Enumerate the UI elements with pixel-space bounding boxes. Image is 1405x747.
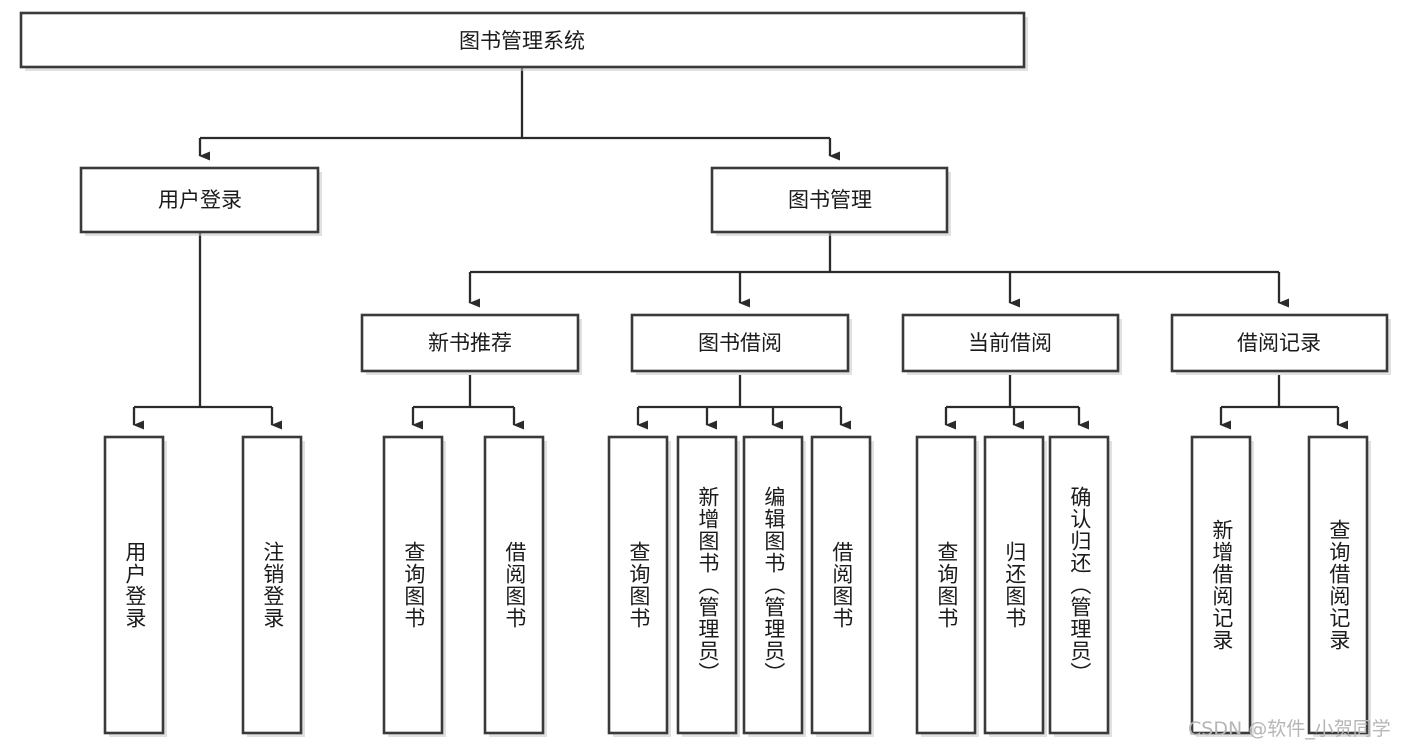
node-new-book-recommend[interactable]: 新书推荐 [360,313,582,375]
node-current-borrow[interactable]: 当前借阅 [901,313,1122,375]
node-borrow-record-label: 借阅记录 [1237,331,1321,355]
connector-bookmgmt-to-level3 [468,232,1289,308]
node-leaf-query-book[interactable] [607,435,671,737]
node-current-borrow-label: 当前借阅 [968,331,1052,355]
connector-userlogin-to-leaves [132,232,282,430]
connector-bookborrow-to-leaves [636,375,851,430]
node-user-login[interactable]: 用户登录 [79,166,322,236]
node-book-borrow-label: 图书借阅 [698,331,782,355]
node-leaf-user-login[interactable] [103,435,167,737]
node-leaf-query-book-recommend[interactable] [382,435,446,737]
node-book-management[interactable]: 图书管理 [710,166,951,236]
node-leaf-edit-book-admin[interactable] [742,435,806,737]
node-root-label: 图书管理系统 [459,29,585,53]
node-leaf-add-borrow-record[interactable] [1190,435,1254,737]
node-book-borrow[interactable]: 图书借阅 [630,313,852,375]
node-book-management-label: 图书管理 [788,188,872,212]
watermark-text: CSDN @软件_小贺同学 [1188,718,1391,740]
node-leaf-query-book-current[interactable] [915,435,979,737]
node-leaf-logout[interactable] [241,435,305,737]
node-new-book-recommend-label: 新书推荐 [428,331,512,355]
node-borrow-record[interactable]: 借阅记录 [1170,313,1391,375]
node-leaf-query-borrow-record[interactable] [1307,435,1371,737]
connector-root-to-level2 [198,67,840,161]
node-root[interactable]: 图书管理系统 [19,11,1028,71]
node-user-login-label: 用户登录 [158,188,242,212]
node-leaf-return-book[interactable] [983,435,1047,737]
node-leaf-confirm-return-admin[interactable] [1048,435,1112,737]
connector-borrowrecord-to-leaves [1219,375,1348,430]
connector-currentborrow-to-leaves [944,375,1089,430]
node-leaf-add-book-admin[interactable] [676,435,740,737]
connector-newbook-to-leaves [411,375,524,430]
node-leaf-borrow-book-recommend[interactable] [483,435,547,737]
node-leaf-borrow-book[interactable] [810,435,874,737]
